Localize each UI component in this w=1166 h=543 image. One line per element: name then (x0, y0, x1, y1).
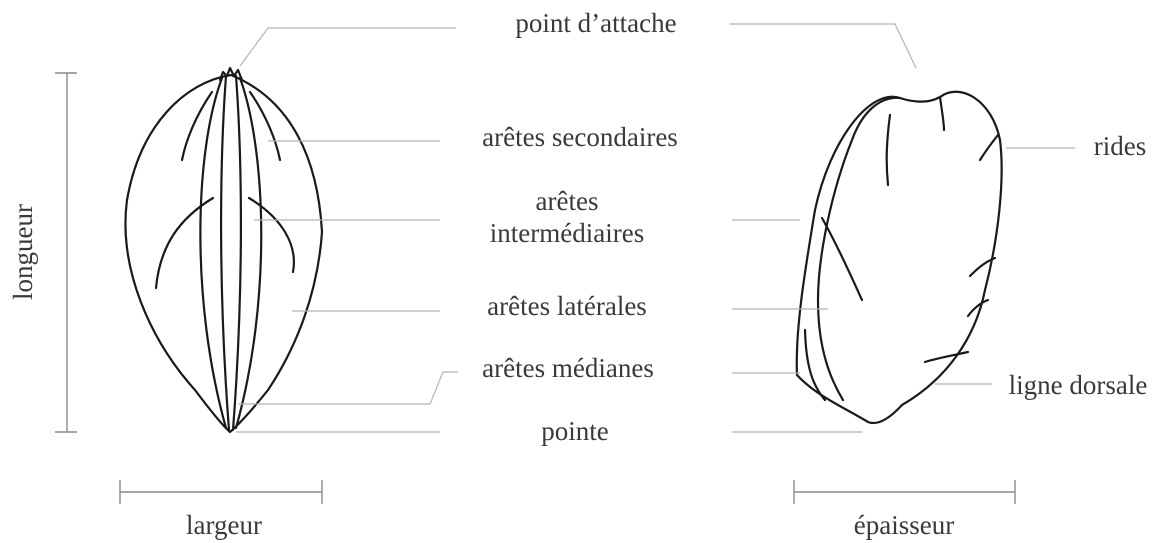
label-aretes-secondaires: arêtes secondaires (482, 122, 678, 152)
label-aretes-medianes: arêtes médianes (482, 353, 654, 383)
label-point-attache: point d’attache (515, 8, 676, 38)
seed-side-outline (797, 92, 1002, 423)
label-ligne-dorsale: ligne dorsale (1009, 370, 1148, 400)
label-aretes-intermediaires-2: intermédiaires (490, 218, 644, 248)
label-epaisseur: épaisseur (854, 510, 954, 540)
seed-front-view (125, 68, 322, 432)
seed-side-view (797, 92, 1002, 423)
label-longueur: longueur (8, 204, 38, 300)
label-aretes-laterales: arêtes latérales (487, 291, 647, 321)
thickness-bar (794, 480, 1015, 504)
label-pointe: pointe (541, 416, 609, 446)
label-largeur: largeur (186, 510, 262, 540)
width-bar (120, 480, 322, 504)
label-rides: rides (1094, 131, 1146, 161)
length-bar (55, 73, 77, 432)
label-aretes-intermediaires-1: arêtes (536, 186, 599, 216)
